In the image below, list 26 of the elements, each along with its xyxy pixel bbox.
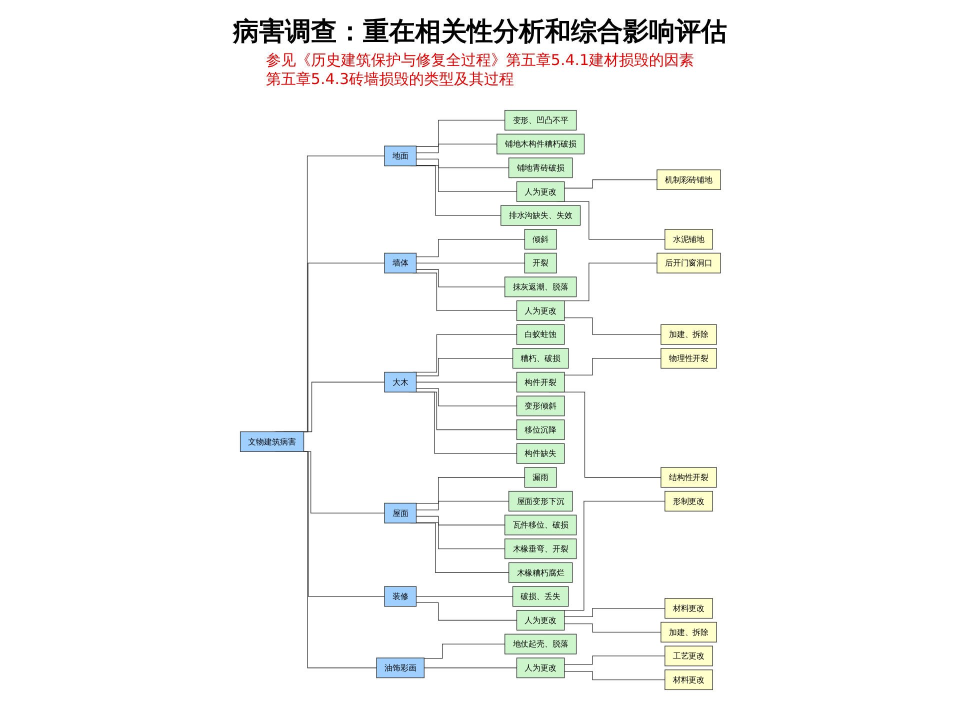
title: 病害调查：重在相关性分析和综合影响评估 — [233, 16, 727, 49]
connector — [416, 358, 513, 376]
connector — [564, 671, 665, 680]
connector — [416, 596, 513, 597]
connector — [564, 656, 665, 665]
reference-note: 第五章5.4.3砖墙损毁的类型及其过程 — [266, 70, 516, 89]
connector — [423, 644, 505, 659]
connector — [416, 165, 517, 192]
connector — [416, 516, 505, 526]
connector — [416, 477, 525, 504]
connector — [416, 522, 505, 550]
connector — [416, 238, 525, 258]
connector — [564, 358, 661, 376]
connector — [416, 388, 517, 406]
connector — [564, 608, 665, 618]
connector — [416, 158, 509, 168]
reference-note: 参见《历史建筑保护与修复全过程》第五章5.4.1建材损毁的因素 — [266, 51, 694, 70]
connector — [416, 144, 497, 154]
connector — [564, 623, 661, 632]
connector — [416, 262, 525, 264]
connector — [564, 179, 657, 188]
connector — [416, 500, 509, 510]
connector — [416, 602, 517, 621]
connector — [416, 269, 505, 288]
connector — [564, 317, 661, 335]
connector — [416, 120, 505, 147]
